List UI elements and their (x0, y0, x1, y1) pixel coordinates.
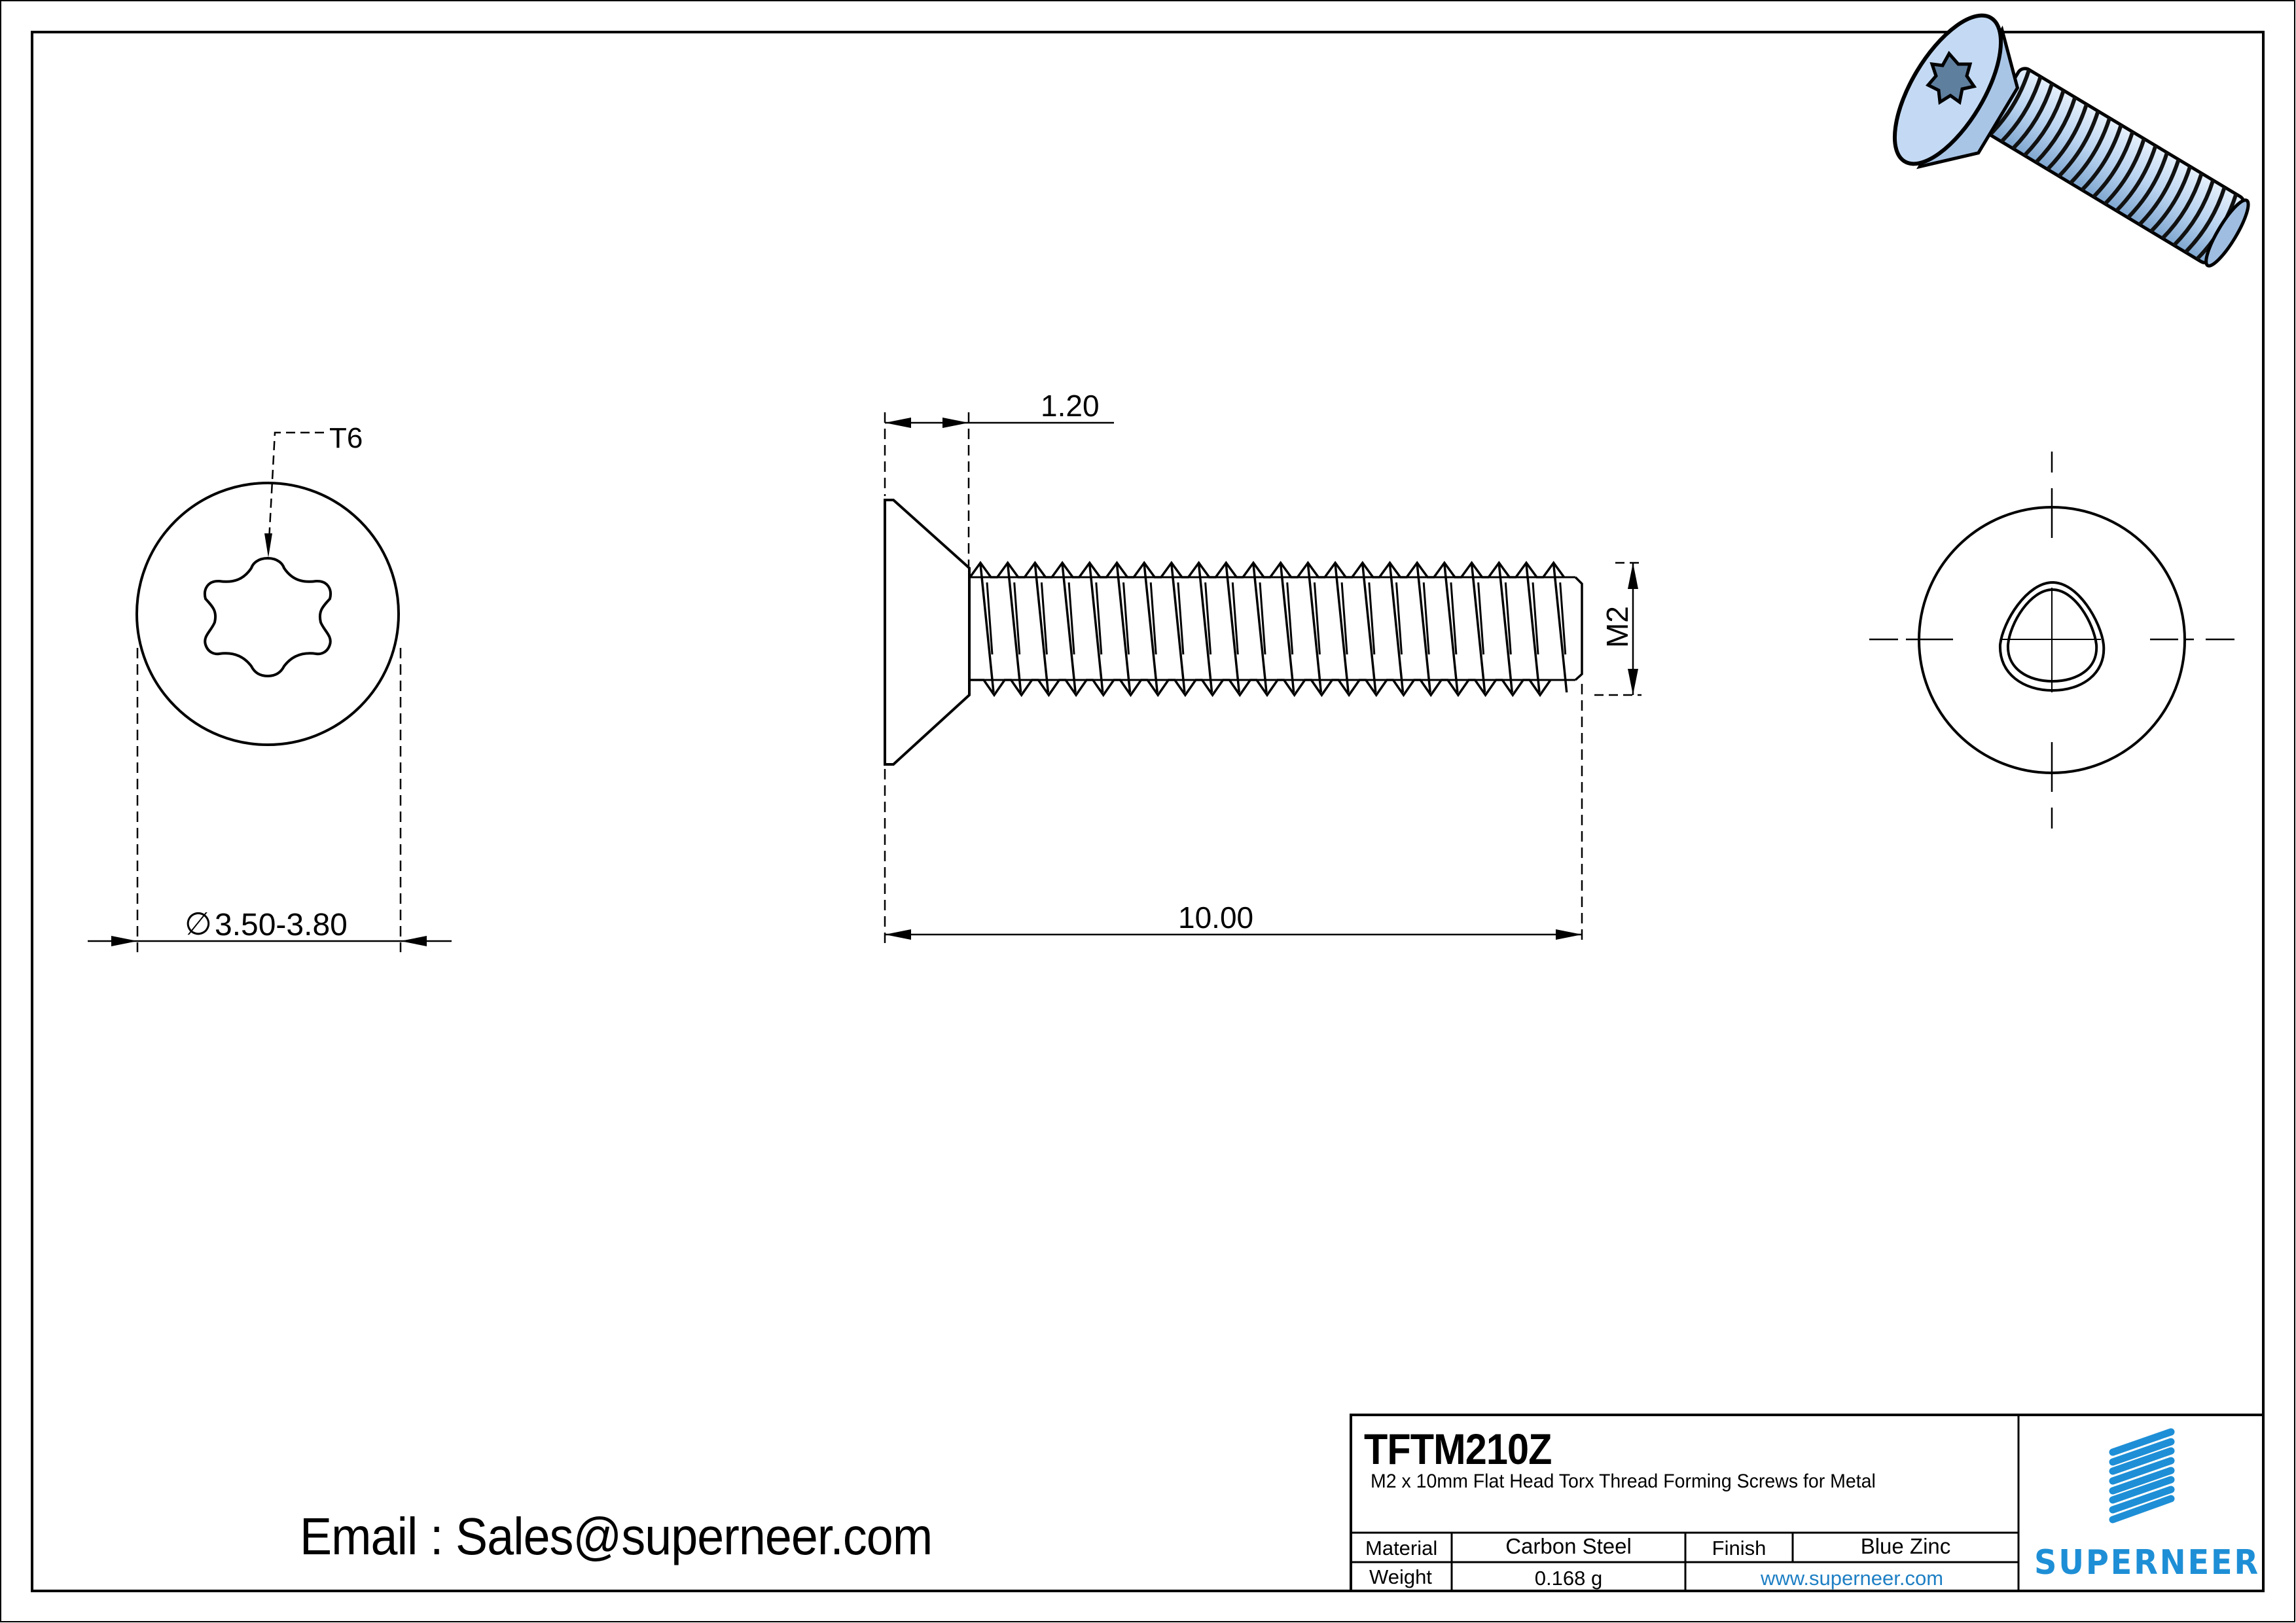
top-view-torx-head: T6 ∅ 3.50-3.80 (88, 422, 452, 952)
weight-label: Weight (1369, 1565, 1432, 1588)
torx-recess-icon (204, 556, 332, 678)
weight-value: 0.168 g (1534, 1567, 1603, 1590)
diameter-label: 3.50-3.80 (215, 908, 348, 942)
t6-label: T6 (329, 422, 363, 454)
head-height-label: 1.20 (1041, 389, 1100, 423)
torx-recess-iso-icon (1926, 50, 1977, 105)
thread-size-label: M2 (1600, 606, 1634, 648)
material-label: Material (1365, 1537, 1438, 1560)
part-number: TFTM210Z (1364, 1425, 1552, 1473)
finish-value: Blue Zinc (1860, 1534, 1951, 1558)
center-lines (1869, 452, 2234, 829)
t6-leader-line (267, 431, 324, 554)
diameter-symbol: ∅ (185, 907, 212, 942)
superneer-logo-icon (2109, 1428, 2175, 1524)
contact-email: Email : Sales@superneer.com (300, 1507, 933, 1565)
material-value: Carbon Steel (1505, 1534, 1632, 1558)
end-view-trilobular (1869, 452, 2234, 829)
length-label: 10.00 (1178, 901, 1253, 935)
part-description: M2 x 10mm Flat Head Torx Thread Forming … (1371, 1471, 1876, 1492)
title-block-grid (1350, 1414, 2265, 1592)
title-block: TFTM210Z M2 x 10mm Flat Head Torx Thread… (1351, 1415, 2263, 1591)
iso-screw-render (1892, 13, 2250, 268)
side-view: 1.20 10.00 M2 (884, 389, 1641, 946)
thread-profile (969, 561, 1568, 698)
logo-wordmark: SUPERNEER (2034, 1543, 2260, 1582)
countersunk-head (884, 499, 971, 766)
finish-label: Finish (1712, 1537, 1767, 1560)
website-link[interactable]: www.superneer.com (1760, 1567, 1944, 1590)
